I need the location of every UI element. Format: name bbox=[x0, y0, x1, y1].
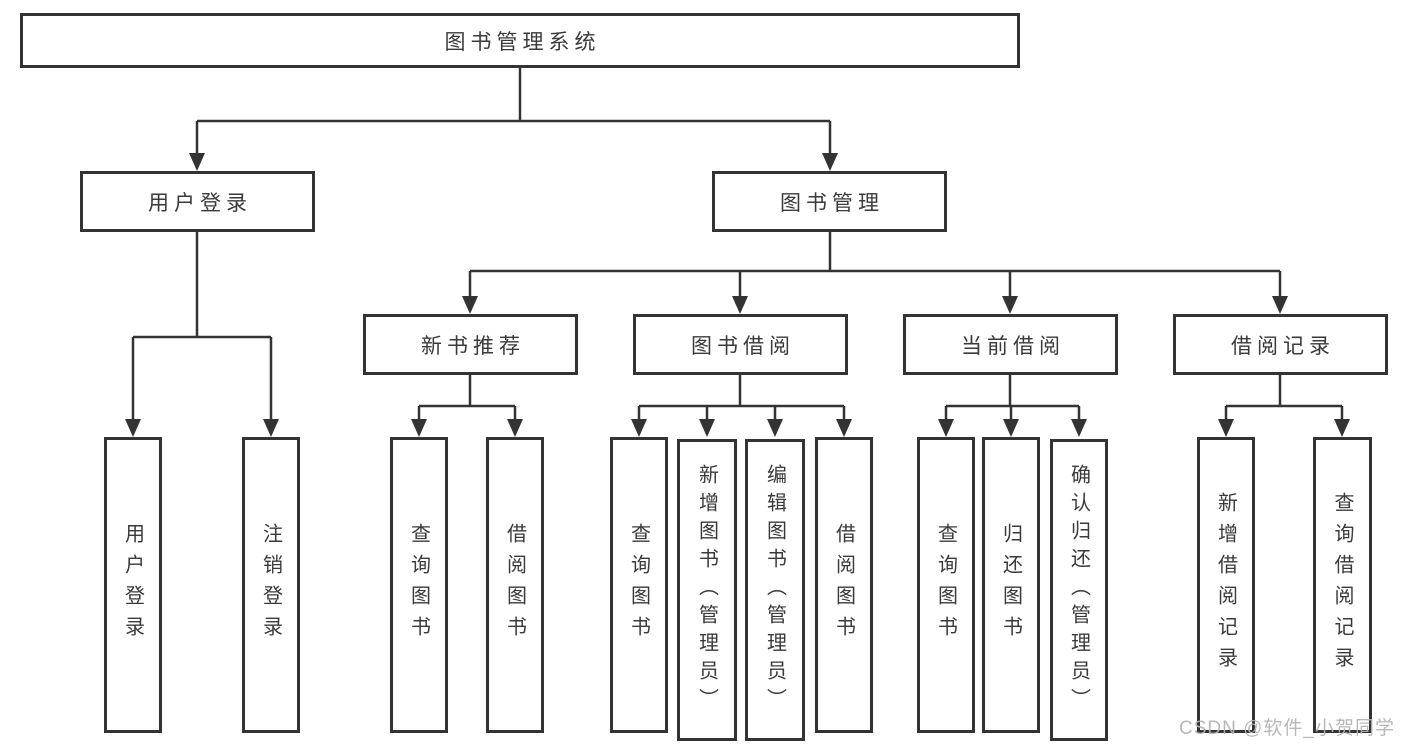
arrow-down-icon bbox=[631, 419, 647, 437]
leaf-query-books-borrowing: 查询图书 bbox=[610, 437, 668, 733]
node-root: 图书管理系统 bbox=[20, 13, 1020, 68]
leaf-user-login: 用户登录 bbox=[104, 437, 162, 733]
leaf-query-books-current-label: 查询图书 bbox=[934, 523, 957, 647]
leaf-borrow-books-borrowing-label: 借阅图书 bbox=[832, 523, 855, 647]
node-root-label: 图书管理系统 bbox=[444, 30, 601, 54]
leaf-borrow-books-recommend: 借阅图书 bbox=[486, 437, 544, 733]
arrow-down-icon bbox=[1334, 419, 1350, 437]
leaf-query-borrow-record: 查询借阅记录 bbox=[1313, 437, 1372, 733]
leaf-add-borrow-record-label: 新增借阅记录 bbox=[1214, 492, 1237, 678]
leaf-return-books: 归还图书 bbox=[982, 437, 1040, 733]
arrow-down-icon bbox=[1071, 419, 1087, 437]
arrow-down-icon bbox=[938, 419, 954, 437]
arrow-down-icon bbox=[1218, 419, 1234, 437]
arrow-down-icon bbox=[125, 419, 141, 437]
node-new-book-recommend: 新书推荐 bbox=[363, 314, 578, 375]
arrow-down-icon bbox=[411, 419, 427, 437]
arrow-down-icon bbox=[699, 419, 715, 437]
arrow-down-icon bbox=[1002, 296, 1018, 314]
node-book-management: 图书管理 bbox=[712, 171, 947, 232]
node-new-book-recommend-label: 新书推荐 bbox=[421, 334, 525, 358]
node-book-management-label: 图书管理 bbox=[780, 191, 884, 215]
arrow-down-icon bbox=[1003, 419, 1019, 437]
arrow-down-icon bbox=[507, 419, 523, 437]
leaf-query-books-borrowing-label: 查询图书 bbox=[627, 523, 650, 647]
leaf-user-login-label: 用户登录 bbox=[121, 523, 144, 647]
leaf-query-borrow-record-label: 查询借阅记录 bbox=[1331, 492, 1353, 678]
node-book-borrowing: 图书借阅 bbox=[633, 314, 848, 375]
leaf-add-borrow-record: 新增借阅记录 bbox=[1197, 437, 1255, 733]
leaf-confirm-return-admin-label: 确认归还（管理员） bbox=[1067, 464, 1090, 716]
leaf-query-books-recommend: 查询图书 bbox=[390, 437, 448, 733]
node-current-borrowing-label: 当前借阅 bbox=[961, 334, 1065, 358]
leaf-borrow-books-recommend-label: 借阅图书 bbox=[503, 523, 526, 647]
arrow-down-icon bbox=[732, 296, 748, 314]
leaf-borrow-books-borrowing: 借阅图书 bbox=[815, 437, 873, 733]
leaf-add-books-admin: 新增图书（管理员） bbox=[677, 439, 737, 741]
node-borrow-records-label: 借阅记录 bbox=[1231, 334, 1335, 358]
node-user-login-label: 用户登录 bbox=[148, 191, 252, 215]
leaf-return-books-label: 归还图书 bbox=[999, 523, 1022, 647]
node-user-login: 用户登录 bbox=[80, 171, 315, 232]
arrow-down-icon bbox=[263, 419, 279, 437]
leaf-edit-books-admin: 编辑图书（管理员） bbox=[745, 439, 805, 741]
leaf-add-books-admin-label: 新增图书（管理员） bbox=[695, 464, 718, 716]
arrow-down-icon bbox=[189, 153, 205, 171]
leaf-query-books-current: 查询图书 bbox=[917, 437, 975, 733]
arrow-down-icon bbox=[836, 419, 852, 437]
node-current-borrowing: 当前借阅 bbox=[903, 314, 1118, 375]
leaf-confirm-return-admin: 确认归还（管理员） bbox=[1050, 439, 1108, 741]
leaf-query-books-recommend-label: 查询图书 bbox=[407, 523, 430, 647]
csdn-watermark: CSDN @软件_小贺同学 bbox=[1179, 718, 1395, 739]
arrow-down-icon bbox=[462, 296, 478, 314]
node-borrow-records: 借阅记录 bbox=[1173, 314, 1388, 375]
leaf-logout-label: 注销登录 bbox=[259, 523, 282, 647]
arrow-down-icon bbox=[822, 153, 838, 171]
leaf-logout: 注销登录 bbox=[242, 437, 300, 733]
arrow-down-icon bbox=[1272, 296, 1288, 314]
arrow-down-icon bbox=[767, 419, 783, 437]
node-book-borrowing-label: 图书借阅 bbox=[691, 334, 795, 358]
leaf-edit-books-admin-label: 编辑图书（管理员） bbox=[763, 464, 786, 716]
